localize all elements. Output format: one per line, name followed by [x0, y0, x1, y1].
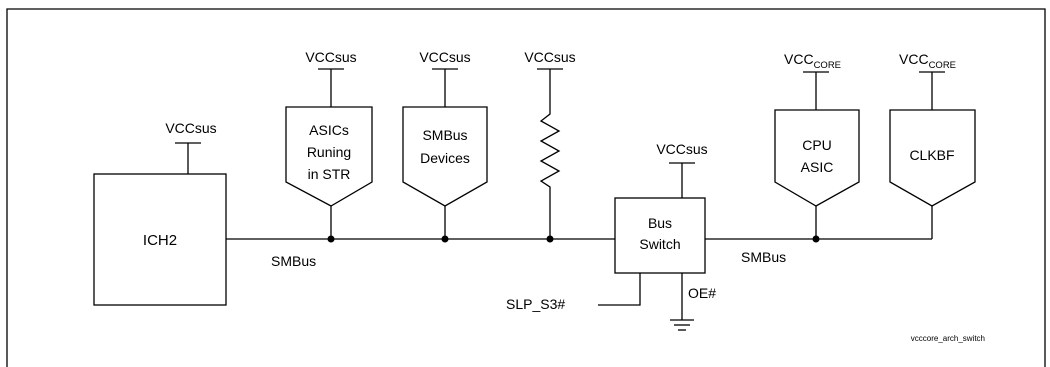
- asics-vccsus-label: VCCsus: [305, 49, 356, 65]
- figure-id-label: vcccore_arch_switch: [911, 334, 985, 343]
- cpu-line1: CPU: [802, 137, 832, 153]
- clkbf-label: CLKBF: [909, 147, 954, 163]
- clkbf-block: VCCCORE CLKBF: [889, 51, 976, 239]
- asics-str-block: VCCsus ASICs Runing in STR: [285, 49, 373, 239]
- switch-line1: Bus: [648, 215, 672, 231]
- asics-line3: in STR: [308, 166, 351, 182]
- cpu-vcc-core-label: VCCCORE: [784, 51, 841, 71]
- ich2-box: [93, 173, 227, 306]
- bus-switch-block: VCCsus Bus Switch SLP_S3# OE#: [506, 141, 716, 331]
- asics-shape: [285, 106, 373, 207]
- switch-line2: Switch: [639, 236, 680, 252]
- cpu-asic-block: VCCCORE CPU ASIC: [774, 51, 860, 239]
- junction-dot: [546, 235, 554, 243]
- junction-dot: [327, 235, 335, 243]
- junction-dot: [441, 235, 449, 243]
- asics-line1: ASICs: [309, 122, 349, 138]
- resistor-vccsus-label: VCCsus: [524, 49, 575, 65]
- clkbf-vcc-core-label: VCCCORE: [899, 51, 956, 71]
- bus-switch-box: [614, 197, 706, 274]
- switch-vccsus-label: VCCsus: [656, 141, 707, 157]
- smbus-devices-block: VCCsus SMBus Devices: [402, 49, 488, 239]
- clkbf-shape: [889, 109, 976, 207]
- figure-frame: [6, 8, 1046, 367]
- pull-up-resistor: VCCsus: [524, 49, 576, 239]
- cpu-asic-shape: [774, 109, 860, 207]
- ich2-block: VCCsus ICH2: [93, 120, 227, 306]
- oe-label: OE#: [688, 285, 716, 301]
- devices-shape: [402, 106, 488, 207]
- smbus-right-label: SMBus: [741, 249, 786, 265]
- cpu-line2: ASIC: [801, 159, 834, 175]
- asics-line2: Runing: [307, 144, 351, 160]
- smbus-left-label: SMBus: [271, 253, 316, 269]
- devices-line2: Devices: [420, 150, 470, 166]
- ich2-label: ICH2: [143, 232, 177, 249]
- devices-vccsus-label: VCCsus: [419, 49, 470, 65]
- slp-s3-label: SLP_S3#: [506, 296, 565, 312]
- devices-line1: SMBus: [422, 127, 467, 143]
- ich2-vccsus-label: VCCsus: [165, 120, 216, 136]
